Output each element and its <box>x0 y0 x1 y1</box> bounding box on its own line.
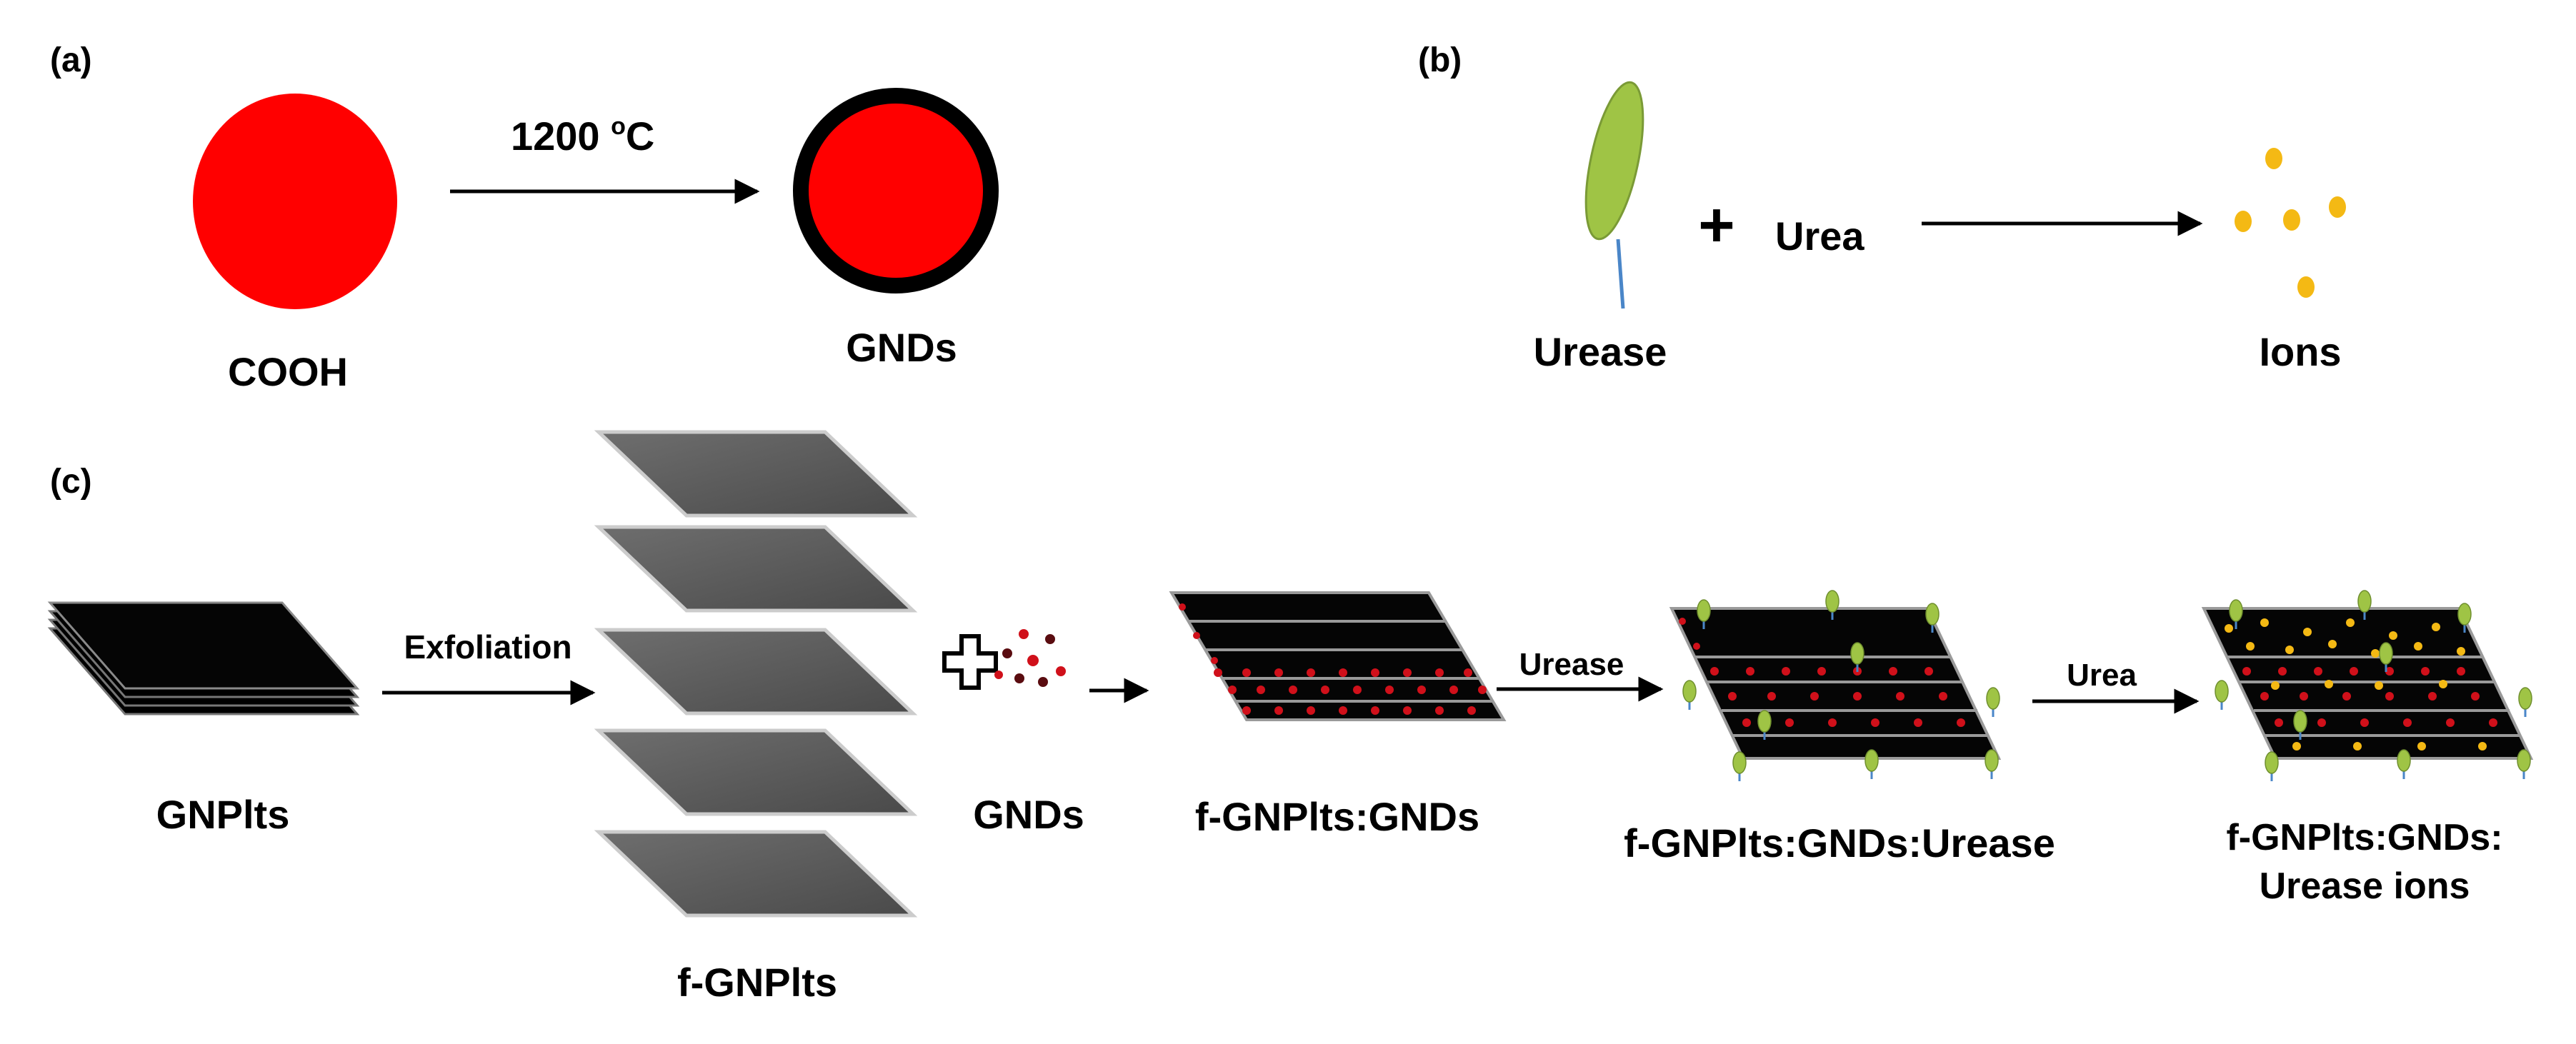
gnd-particle <box>793 88 999 293</box>
panel-c-label: (c) <box>50 463 92 501</box>
final-label-line1: f-GNPlts:GNDs: <box>2226 817 2502 858</box>
cooh-label: COOH <box>228 349 348 394</box>
f-gnplts-sheets-icon <box>594 430 918 918</box>
temperature-unit: C <box>626 114 654 159</box>
exfoliation-label: Exfoliation <box>404 628 571 666</box>
urease-arrow-label: Urease <box>1519 647 1624 682</box>
urease-enzyme-icon <box>1584 81 1644 309</box>
temperature-label: 1200 oC <box>511 113 654 159</box>
gnplts-stack-icon <box>47 601 360 716</box>
f-gnplts-gnds-urease-label: f-GNPlts:GNDs:Urease <box>1624 820 2055 865</box>
gnds-dots-icon <box>994 629 1066 687</box>
final-label-line2: Urease ions <box>2260 865 2470 907</box>
f-gnplts-gnds-label: f-GNPlts:GNDs <box>1195 794 1479 839</box>
f-gnplts-gnds-urease-ions-composite-icon <box>2201 589 2534 783</box>
panel-b-label: (b) <box>1418 41 1462 79</box>
urease-label: Urease <box>1534 329 1667 374</box>
f-gnplts-gnds-urease-composite-icon <box>1669 589 2002 783</box>
temperature-value: 1200 <box>511 114 611 159</box>
urea-label: Urea <box>1775 214 1864 259</box>
gnplts-label: GNPlts <box>156 792 290 837</box>
ions-icon <box>2235 148 2346 298</box>
gnds-label: GNDs <box>973 792 1084 837</box>
panel-c: (c) GNPlts Exfoliation f-GNPlts <box>47 430 2534 1005</box>
temperature-degree: o <box>611 113 626 140</box>
f-gnplts-gnds-composite-icon <box>1169 591 1507 721</box>
ions-label: Ions <box>2259 329 2341 374</box>
gnds-product-label: GNDs <box>846 325 957 370</box>
cooh-particle <box>193 94 397 309</box>
outline-plus-icon <box>942 634 998 690</box>
plus-icon: + <box>1698 189 1734 260</box>
panel-a: (a) COOH 1200 oC GNDs <box>50 41 999 394</box>
urea-arrow-label: Urea <box>2067 658 2137 693</box>
panel-b: (b) Urease + Urea Ions <box>1418 41 2346 374</box>
f-gnplts-label: f-GNPlts <box>677 960 837 1005</box>
panel-a-label: (a) <box>50 41 92 79</box>
